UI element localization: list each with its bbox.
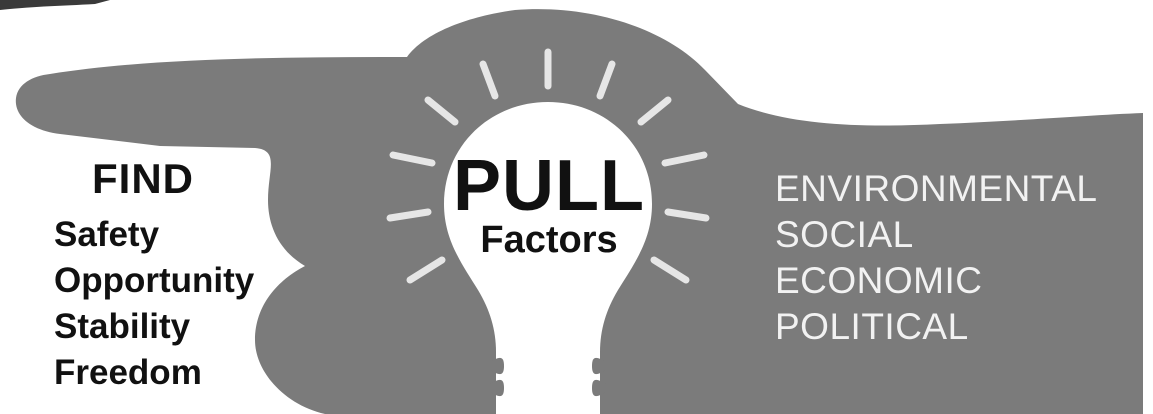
factor-economic: ECONOMIC bbox=[775, 258, 1097, 304]
find-title: FIND bbox=[92, 158, 194, 200]
factor-environmental: ENVIRONMENTAL bbox=[775, 166, 1097, 212]
find-list: Safety Opportunity Stability Freedom bbox=[54, 212, 254, 396]
pull-title: PULL bbox=[451, 150, 647, 222]
find-item-opportunity: Opportunity bbox=[54, 258, 254, 304]
find-item-safety: Safety bbox=[54, 212, 254, 258]
factor-social: SOCIAL bbox=[775, 212, 1097, 258]
find-item-freedom: Freedom bbox=[54, 350, 254, 396]
cropped-fragment bbox=[0, 0, 110, 10]
find-item-stability: Stability bbox=[54, 304, 254, 350]
factor-political: POLITICAL bbox=[775, 304, 1097, 350]
pull-subtitle: Factors bbox=[451, 221, 647, 259]
factors-list: ENVIRONMENTAL SOCIAL ECONOMIC POLITICAL bbox=[775, 166, 1097, 350]
